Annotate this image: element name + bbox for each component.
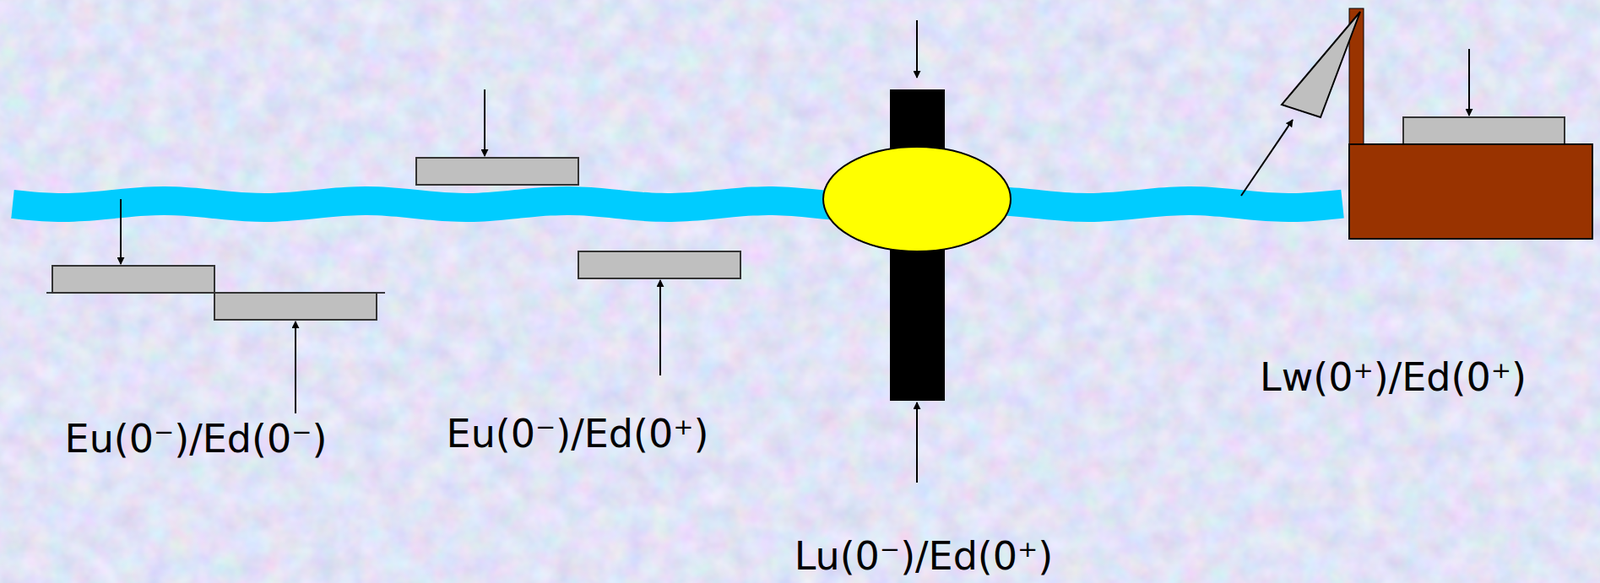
sensor-plate [214, 292, 377, 320]
radiance-sensor [1281, 11, 1361, 118]
light-arrow [483, 89, 486, 157]
measurement-label: Lw(0⁺)/Ed(0⁺) [1259, 356, 1527, 400]
water-surface [12, 200, 1343, 208]
buoy-float [823, 146, 1011, 252]
light-arrow [119, 199, 122, 265]
light-arrow [916, 20, 918, 78]
measurement-label: Eu(0⁻)/Ed(0⁺) [446, 412, 710, 456]
ship-hull [1349, 144, 1593, 239]
sensor-plate [416, 157, 579, 185]
sensor-plate [578, 251, 741, 279]
light-arrow [916, 402, 918, 483]
light-arrow [1241, 119, 1293, 196]
light-arrow [294, 321, 297, 414]
water-band [12, 200, 844, 208]
measurement-label: Eu(0⁻)/Ed(0⁻) [65, 417, 328, 462]
measurement-label: Lu(0⁻)/Ed(0⁺) [794, 535, 1054, 579]
sensor-plate [52, 265, 215, 293]
light-arrow [1468, 48, 1470, 116]
light-arrow [659, 280, 662, 376]
sensor-plate [1403, 117, 1565, 145]
